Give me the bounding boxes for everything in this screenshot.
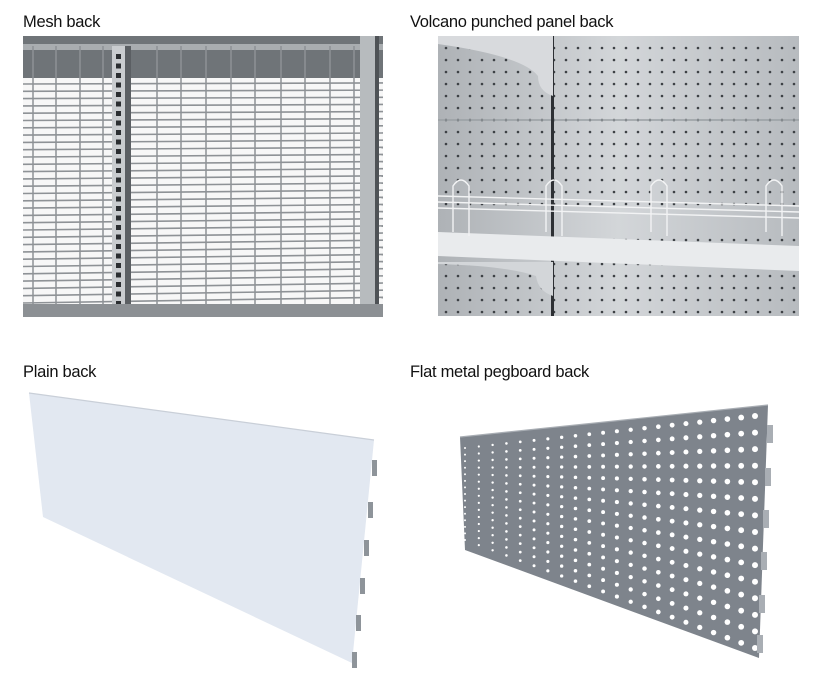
- caption-plain-back: Plain back: [23, 363, 97, 381]
- plain-back-render: [0, 380, 410, 693]
- volcano-panel-photo: [438, 36, 799, 316]
- pegboard-back-render: [410, 380, 819, 693]
- caption-mesh-back: Mesh back: [23, 13, 101, 31]
- caption-pegboard-back: Flat metal pegboard back: [410, 363, 589, 381]
- mesh-back-photo: [23, 36, 383, 317]
- caption-volcano-back: Volcano punched panel back: [410, 13, 614, 31]
